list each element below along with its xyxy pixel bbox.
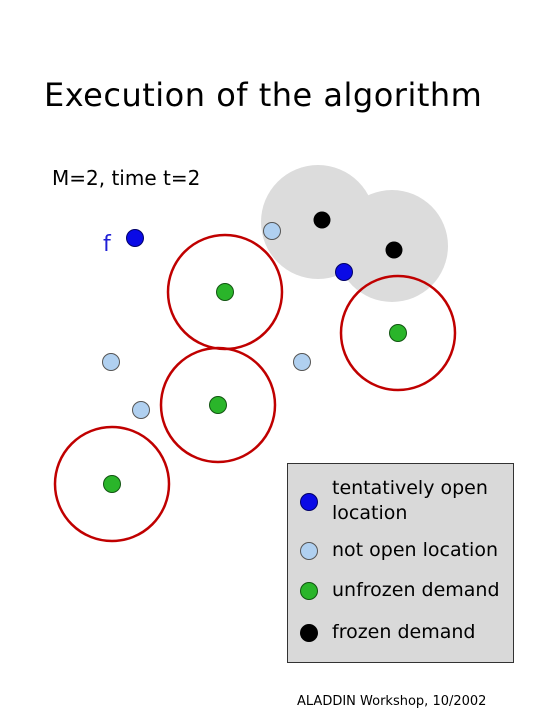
slide-title: Execution of the algorithm — [44, 76, 483, 114]
demand-radius-circle — [339, 274, 457, 392]
legend-label: frozen demand — [332, 621, 476, 643]
frozen-swatch — [300, 624, 318, 642]
unfrozen-swatch — [300, 582, 318, 600]
not-open-location — [263, 222, 281, 240]
frozen-demand — [313, 211, 331, 229]
unfrozen-demand — [209, 396, 227, 414]
unfrozen-demand — [216, 283, 234, 301]
facility-label: f — [103, 232, 111, 257]
not-open-location — [132, 401, 150, 419]
not-open-swatch — [300, 542, 318, 560]
tentatively-open-swatch — [300, 493, 318, 511]
unfrozen-demand — [389, 324, 407, 342]
demand-radius-circle — [53, 425, 171, 543]
legend-label: tentatively open location — [332, 477, 488, 524]
frozen-demand — [385, 241, 403, 259]
footer: ALADDIN Workshop, 10/2002 — [297, 694, 487, 709]
not-open-location — [102, 353, 120, 371]
legend: tentatively open location not open locat… — [287, 463, 514, 663]
legend-label: unfrozen demand — [332, 579, 500, 601]
subtitle: M=2, time t=2 — [52, 166, 201, 190]
legend-label: not open location — [332, 539, 498, 561]
tentatively-open-location — [335, 263, 353, 281]
tentatively-open-location — [126, 229, 144, 247]
demand-radius-circle — [159, 346, 277, 464]
unfrozen-demand — [103, 475, 121, 493]
not-open-location — [293, 353, 311, 371]
